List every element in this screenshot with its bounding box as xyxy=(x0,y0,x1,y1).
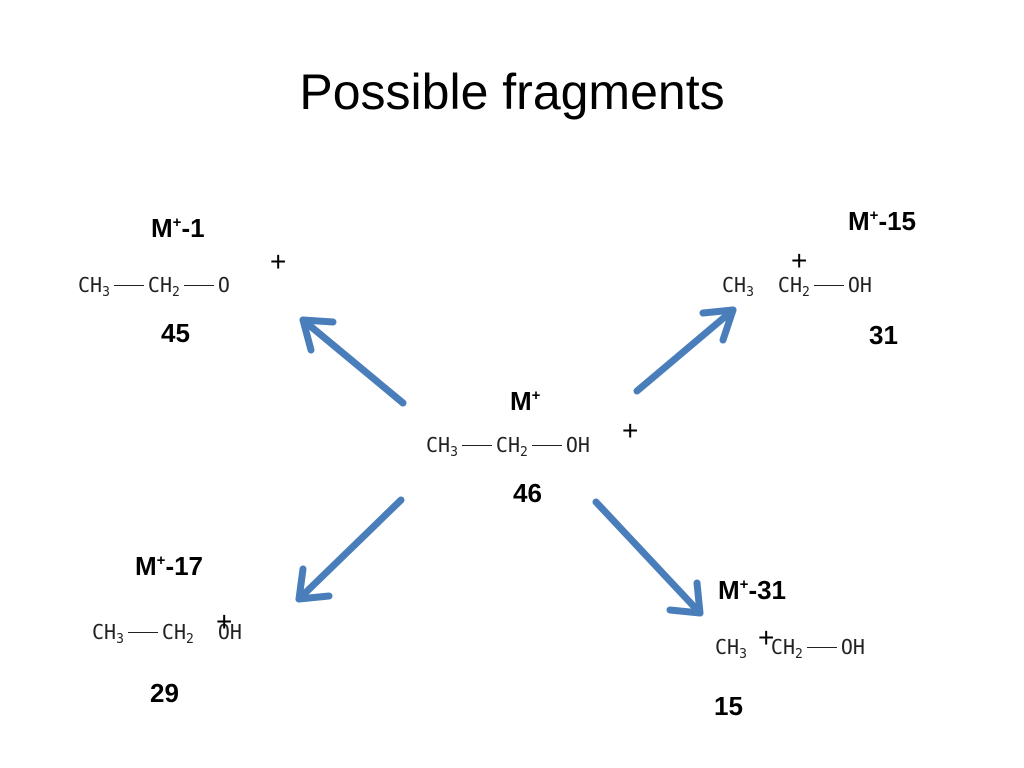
bond xyxy=(461,445,492,446)
parent-ion-m: M xyxy=(510,386,532,416)
fragment-bottom-right-mass: 15 xyxy=(714,691,743,721)
bond xyxy=(531,445,562,446)
fragment-bottom-left-mass: 29 xyxy=(150,678,179,708)
parent-ion-charge: + xyxy=(531,387,541,404)
fragment-top-right-plus: + xyxy=(791,245,808,276)
fragment-bottom-left-label: M+-17 xyxy=(135,551,204,581)
parent-ion-mass: 46 xyxy=(513,478,542,508)
bond xyxy=(813,285,844,286)
bond xyxy=(806,647,837,648)
fragment-top-right-mass: 31 xyxy=(869,320,898,350)
fragment-bottom-left-plus: + xyxy=(216,606,233,637)
fragment-bottom-right-plus: + xyxy=(758,622,775,653)
arrow-to-top-right xyxy=(633,306,737,395)
bond xyxy=(183,285,214,286)
fragment-top-left-label: M+-1 xyxy=(151,213,205,243)
bond xyxy=(113,285,144,286)
arrow-to-bottom-right xyxy=(592,498,704,617)
bond xyxy=(127,632,158,633)
arrow-to-top-left xyxy=(299,316,407,407)
arrow-to-bottom-left xyxy=(295,496,405,603)
slide-title: Possible fragments xyxy=(299,64,725,120)
fragment-top-left-plus: + xyxy=(270,246,287,277)
fragment-top-right-label: M+-15 xyxy=(848,206,917,236)
fragment-top-left-mass: 45 xyxy=(161,318,190,348)
parent-ion-plus: + xyxy=(622,415,639,446)
parent-ion-label: M+ xyxy=(510,388,540,414)
fragment-bottom-right-label: M+-31 xyxy=(718,575,787,605)
